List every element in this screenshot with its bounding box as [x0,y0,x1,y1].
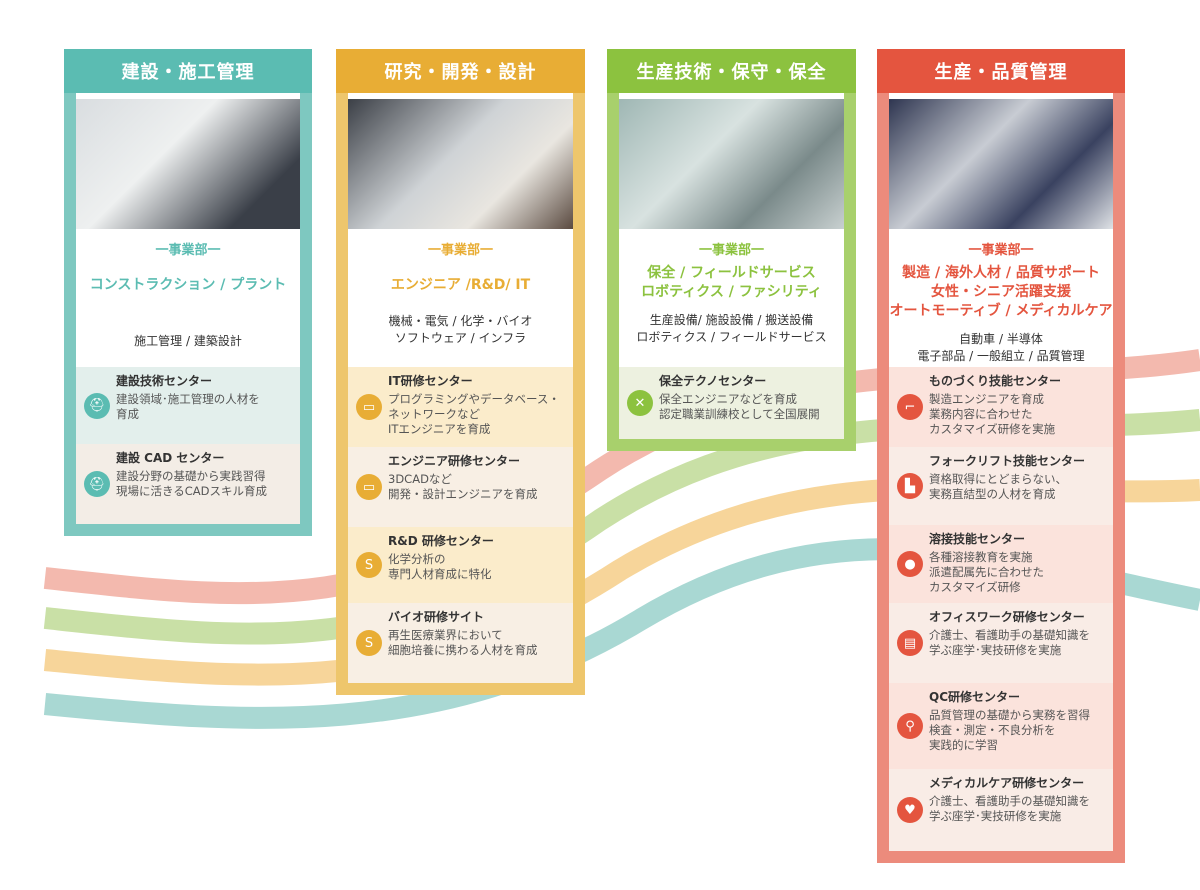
training-center-item[interactable]: ▭ IT研修センタープログラミングやデータベース・ ネットワークなど ITエンジニ… [348,367,573,447]
training-center-title: R&D 研修センター [388,534,494,548]
training-center-title: エンジニア研修センター [388,454,521,468]
category-card: 生産・品質管理一事業部一製造 / 海外人材 / 品質サポート 女性・シニア活躍支… [877,49,1125,863]
training-center-title: 溶接技能センター [929,532,1026,546]
training-center-description: 3DCADなど 開発・設計エンジニアを育成 [388,472,538,501]
card-title: 生産・品質管理 [877,49,1125,93]
laptop-icon: ▭ [356,394,382,420]
card-photo [348,99,573,229]
card-title: 研究・開発・設計 [336,49,585,93]
card-photo [889,99,1113,229]
training-center-title: QC研修センター [929,690,1021,704]
training-center-item[interactable]: S R&D 研修センター化学分析の 専門人材育成に特化 [348,527,573,603]
helmet-icon: ⛑ [84,392,110,419]
training-center-item[interactable]: ✕ 保全テクノセンター保全エンジニアなどを育成 認定職業訓練校として全国展開 [619,367,844,439]
card-title: 生産技術・保守・保全 [607,49,856,93]
drill-icon: ⌐ [897,394,923,420]
division-name: 製造 / 海外人材 / 品質サポート 女性・シニア活躍支援 オートモーティブ /… [889,265,1113,319]
training-center-item[interactable]: ⛑ 建設技術センター建設領域･施工管理の人材を 育成 [76,367,300,444]
division-block: 一事業部一製造 / 海外人材 / 品質サポート 女性・シニア活躍支援 オートモー… [889,229,1113,367]
division-label: 一事業部一 [427,243,493,258]
category-card: 生産技術・保守・保全一事業部一保全 / フィールドサービス ロボティクス / フ… [607,49,856,451]
training-center-title: 建設 CAD センター [116,451,225,465]
card-photo [76,99,300,229]
training-center-description: 製造エンジニアを育成 業務内容に合わせた カスタマイズ研修を実施 [929,392,1056,436]
training-center-description: 介護士、看護助手の基礎知識を 学ぶ座学･実技研修を実施 [929,628,1090,657]
training-center-item[interactable]: ● 溶接技能センター各種溶接教育を実施 派遣配属先に合わせた カスタマイズ研修 [889,525,1113,603]
category-card: 研究・開発・設計一事業部一エンジニア /R&D/ IT 機械・電気 / 化学・バイ… [336,49,585,695]
document-icon: ▤ [897,630,923,656]
training-center-description: 各種溶接教育を実施 派遣配属先に合わせた カスタマイズ研修 [929,550,1044,594]
division-block: 一事業部一エンジニア /R&D/ IT 機械・電気 / 化学・バイオ ソフトウェア… [348,229,573,367]
division-fields: 機械・電気 / 化学・バイオ ソフトウェア / インフラ [388,314,533,345]
division-label: 一事業部一 [698,243,764,258]
training-center-description: 建設領域･施工管理の人材を 育成 [116,392,260,421]
training-center-description: 化学分析の 専門人材育成に特化 [388,552,492,581]
training-center-title: オフィスワーク研修センター [929,610,1085,624]
category-card: 建設・施工管理一事業部一コンストラクション / プラント施工管理 / 建築設計⛑… [64,49,312,536]
training-center-title: IT研修センター [388,374,473,388]
division-name: 保全 / フィールドサービス ロボティクス / ファシリティ [641,265,822,300]
training-center-title: 建設技術センター [116,374,213,388]
training-center-title: 保全テクノセンター [659,374,767,388]
division-block: 一事業部一保全 / フィールドサービス ロボティクス / ファシリティ生産設備/… [619,229,844,367]
training-center-description: 再生医療業界において 細胞培養に携わる人材を育成 [388,628,538,657]
division-name: コンストラクション / プラント [89,277,287,293]
division-label: 一事業部一 [968,243,1034,258]
training-center-title: ものづくり技能センター [929,374,1062,388]
helmet-icon: ⛑ [84,471,110,497]
division-fields: 施工管理 / 建築設計 [134,334,242,348]
training-center-item[interactable]: ▤ オフィスワーク研修センター介護士、看護助手の基礎知識を 学ぶ座学･実技研修を実… [889,603,1113,683]
training-center-item[interactable]: ▙ フォークリフト技能センター資格取得にとどまらない、 実務直結型の人材を育成 [889,447,1113,525]
training-center-title: メディカルケア研修センター [929,776,1085,790]
training-center-item[interactable]: ⚲ QC研修センター品質管理の基礎から実務を習得 検査・測定・不良分析を 実践的に… [889,683,1113,769]
microscope-icon: S [356,552,382,578]
tools-icon: ✕ [627,390,653,416]
training-center-item[interactable]: ▭ エンジニア研修センター 3DCADなど 開発・設計エンジニアを育成 [348,447,573,527]
training-center-description: 資格取得にとどまらない、 実務直結型の人材を育成 [929,472,1067,501]
training-center-title: フォークリフト技能センター [929,454,1086,468]
training-center-description: 品質管理の基礎から実務を習得 検査・測定・不良分析を 実践的に学習 [929,708,1090,752]
training-center-item[interactable]: ⌐ ものづくり技能センター製造エンジニアを育成 業務内容に合わせた カスタマイズ研… [889,367,1113,447]
training-center-item[interactable]: S バイオ研修サイト再生医療業界において 細胞培養に携わる人材を育成 [348,603,573,683]
laptop-icon: ▭ [356,474,382,500]
training-center-item[interactable]: ⛑ 建設 CAD センター建設分野の基礎から実践習得 現場に活きるCADスキル育成 [76,444,300,524]
flame-icon: ● [897,551,923,577]
training-center-title: バイオ研修サイト [388,610,485,624]
division-name: エンジニア /R&D/ IT [390,277,531,293]
division-label: 一事業部一 [155,243,221,258]
training-center-description: 保全エンジニアなどを育成 認定職業訓練校として全国展開 [659,392,820,421]
microscope-icon: S [356,630,382,656]
training-center-description: プログラミングやデータベース・ ネットワークなど ITエンジニアを育成 [388,392,560,436]
division-fields: 自動車 / 半導体 電子部品 / 一般組立 / 品質管理 [917,332,1085,363]
forklift-icon: ▙ [897,473,923,499]
training-center-description: 介護士、看護助手の基礎知識を 学ぶ座学･実技研修を実施 [929,794,1090,823]
training-center-item[interactable]: ♥ メディカルケア研修センター介護士、看護助手の基礎知識を 学ぶ座学･実技研修を実… [889,769,1113,851]
search-icon: ⚲ [897,713,923,739]
card-title: 建設・施工管理 [64,49,312,93]
card-photo [619,99,844,229]
division-block: 一事業部一コンストラクション / プラント施工管理 / 建築設計 [76,229,300,367]
heart-icon: ♥ [897,797,923,823]
training-center-description: 建設分野の基礎から実践習得 現場に活きるCADスキル育成 [116,469,268,498]
division-fields: 生産設備/ 施設設備 / 搬送設備 ロボティクス / フィールドサービス [636,313,827,344]
